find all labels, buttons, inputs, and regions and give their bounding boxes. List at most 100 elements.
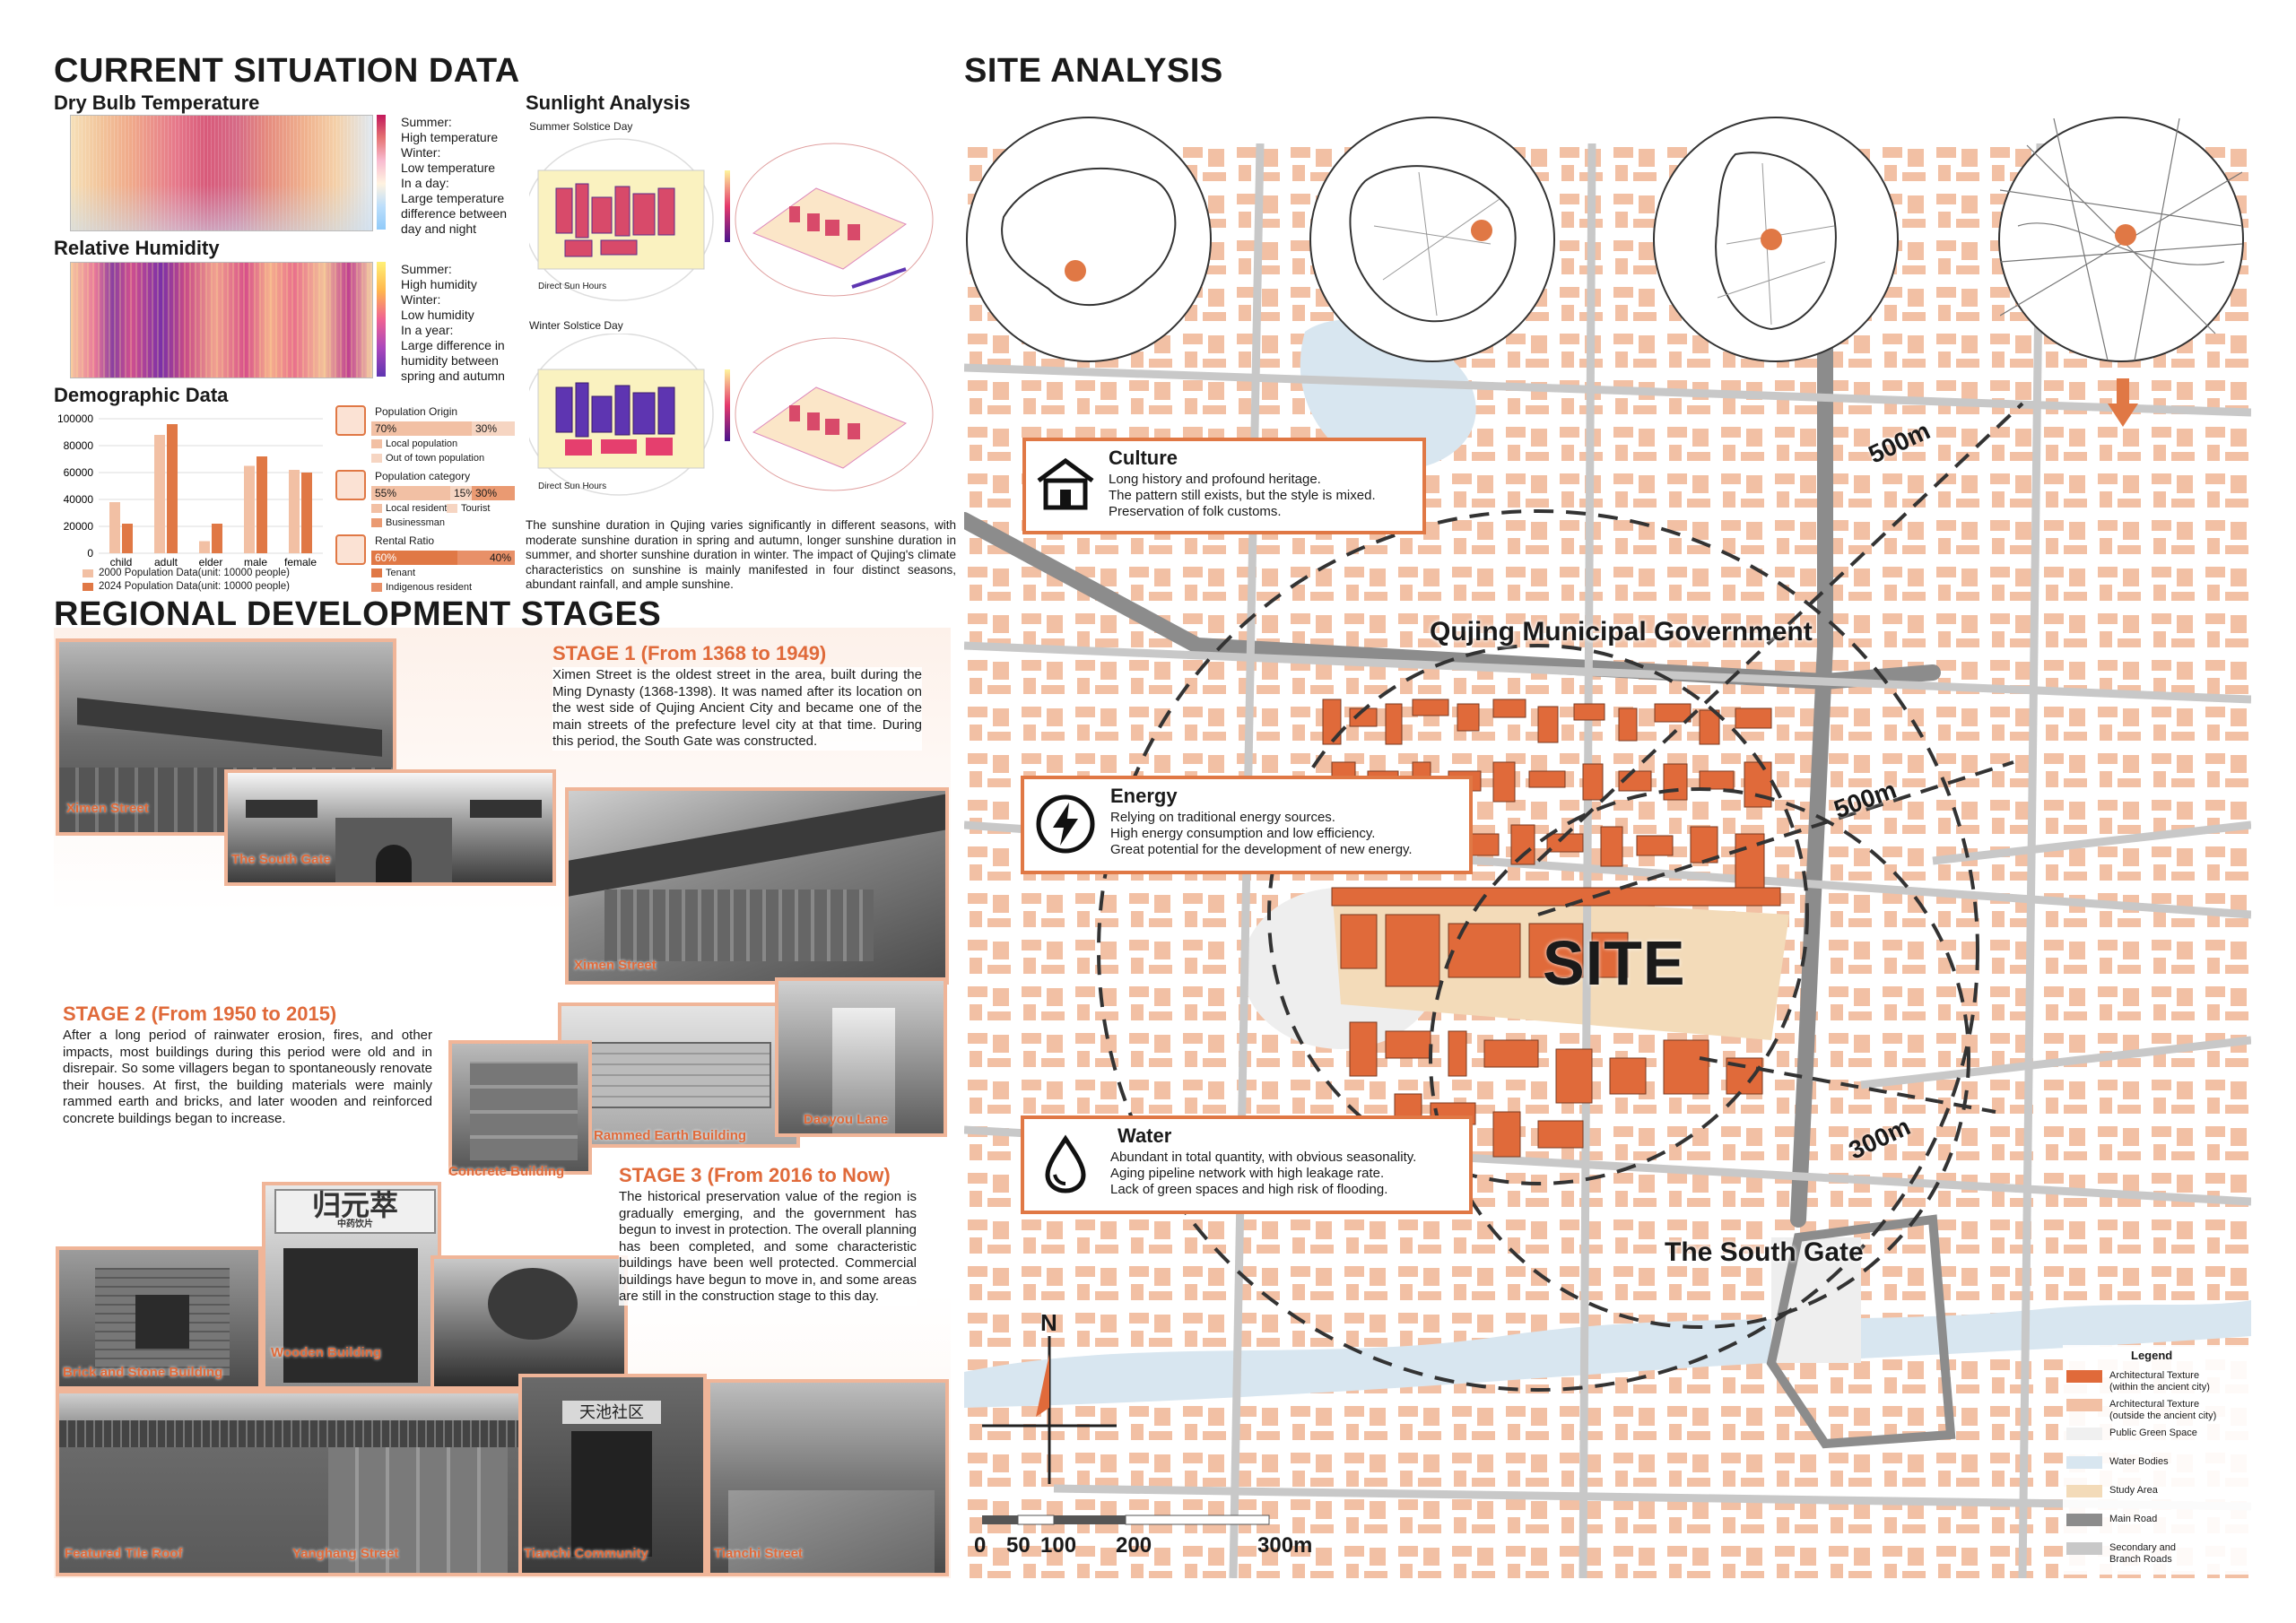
stage1-title: STAGE 1 (From 1368 to 1949) bbox=[552, 642, 827, 664]
photo-featured-tile-roof bbox=[56, 1390, 522, 1576]
temple-icon bbox=[1035, 454, 1096, 515]
demographic-title: Demographic Data bbox=[54, 384, 229, 406]
category-legend-1: Local resident bbox=[371, 503, 448, 514]
legend-label: Study Area bbox=[2109, 1485, 2158, 1496]
note: humidity between bbox=[401, 353, 499, 368]
origin-title: Population Origin bbox=[375, 405, 458, 418]
photo-label-tile-roof: Featured Tile Roof bbox=[65, 1546, 183, 1561]
stage1-text: Ximen Street is the oldest street in the… bbox=[552, 667, 922, 751]
photo-label-tianchi-street: Tianchi Street bbox=[714, 1546, 803, 1561]
legend-label-2000: 2000 Population Data(unit: 10000 people) bbox=[99, 568, 290, 578]
energy-lines: Relying on traditional energy sources.Hi… bbox=[1110, 810, 1413, 857]
dry-bulb-notes: Summer: High temperature Winter: Low tem… bbox=[401, 115, 526, 237]
category-bar: 55% 15% 30% bbox=[371, 486, 515, 500]
y-tick-label: 100000 bbox=[57, 412, 93, 425]
winter-label: Winter Solstice Day bbox=[529, 319, 623, 332]
bar-female-0 bbox=[289, 470, 300, 553]
note: High humidity bbox=[401, 277, 477, 291]
site-analysis-title: SITE ANALYSIS bbox=[964, 52, 1223, 90]
sunlight-description: The sunshine duration in Qujing varies s… bbox=[526, 518, 956, 591]
photo-tianchi-community: 天池社区 bbox=[518, 1374, 707, 1576]
bar-female-1 bbox=[301, 473, 312, 553]
south-gate-label: The South Gate bbox=[1665, 1237, 1864, 1267]
lightning-icon bbox=[1035, 794, 1096, 855]
x-tick-label: female bbox=[284, 556, 317, 568]
summer-sunlight-diagram bbox=[529, 138, 934, 301]
north-label: N bbox=[1040, 1309, 1057, 1336]
note: Winter: bbox=[401, 292, 441, 307]
humidity-colorbar bbox=[377, 262, 386, 377]
legend-label: Architectural Texture(within the ancient… bbox=[2109, 1370, 2210, 1393]
origin-out-seg: 30% bbox=[472, 421, 515, 436]
legend-swatch bbox=[2066, 1542, 2102, 1555]
photo-tree bbox=[430, 1255, 628, 1390]
note: In a year: bbox=[401, 323, 454, 337]
photo-wooden-building: 归元萃中药饮片 bbox=[262, 1182, 441, 1390]
origin-legend-2: Out of town population bbox=[371, 453, 484, 464]
note: Low humidity bbox=[401, 308, 474, 322]
stage2-text: After a long period of rainwater erosion… bbox=[63, 1028, 432, 1127]
legend-label-2024: 2024 Population Data(unit: 10000 people) bbox=[99, 581, 290, 592]
photo-ximen-street-2 bbox=[565, 787, 949, 985]
x-tick-label: child bbox=[110, 556, 133, 568]
rental-tenant-seg: 60% bbox=[371, 551, 457, 565]
photo-label-brick: Brick and Stone Building bbox=[63, 1365, 223, 1380]
note: Summer: bbox=[401, 262, 452, 276]
direct-label-summer: Direct Sun Hours bbox=[538, 282, 607, 291]
scale-100: 100 bbox=[1040, 1533, 1077, 1558]
map-circle-city bbox=[1653, 117, 1899, 362]
category-title: Population category bbox=[375, 470, 471, 482]
legend-swatch-2024 bbox=[83, 582, 93, 591]
site-label: SITE bbox=[1543, 928, 1686, 998]
community-sign: 天池社区 bbox=[562, 1401, 661, 1424]
house-person-icon bbox=[335, 534, 366, 565]
bar-male-0 bbox=[244, 465, 255, 553]
stage3-title: STAGE 3 (From 2016 to Now) bbox=[619, 1164, 891, 1186]
note: In a day: bbox=[401, 176, 449, 190]
origin-local-seg: 70% bbox=[371, 421, 472, 436]
legend-item: Water Bodies bbox=[2066, 1456, 2169, 1469]
map-legend: Legend Architectural Texture(within the … bbox=[2063, 1345, 2251, 1575]
legend-swatch bbox=[2066, 1399, 2102, 1411]
legend-swatch bbox=[2066, 1370, 2102, 1383]
current-situation-title: CURRENT SITUATION DATA bbox=[54, 52, 520, 90]
y-tick-label: 80000 bbox=[64, 439, 94, 452]
group-icon bbox=[335, 470, 366, 500]
water-drop-icon bbox=[1035, 1133, 1096, 1194]
note: Summer: bbox=[401, 115, 452, 129]
bar-elder-0 bbox=[199, 541, 210, 553]
rental-bar: 60% 40% bbox=[371, 551, 515, 565]
category-business-seg: 30% bbox=[472, 486, 515, 500]
humidity-heatmap bbox=[70, 262, 373, 378]
photo-label-south-gate: The South Gate bbox=[231, 852, 331, 867]
direct-label-winter: Direct Sun Hours bbox=[538, 482, 607, 491]
dry-bulb-title: Dry Bulb Temperature bbox=[54, 91, 260, 114]
y-tick-label: 60000 bbox=[64, 466, 94, 479]
legend-swatch bbox=[2066, 1485, 2102, 1497]
note: High temperature bbox=[401, 130, 499, 144]
y-tick-label: 0 bbox=[87, 547, 93, 560]
legend-swatch bbox=[2066, 1428, 2102, 1440]
dry-bulb-colorbar bbox=[377, 115, 386, 230]
rental-legend-2: Indigenous resident bbox=[371, 582, 472, 593]
water-lines: Abundant in total quantity, with obvious… bbox=[1110, 1150, 1417, 1197]
legend-swatch-2000 bbox=[83, 568, 93, 577]
legend-item: Main Road bbox=[2066, 1514, 2157, 1526]
photo-label-yanghang: Yanghang Street bbox=[292, 1546, 399, 1561]
dry-bulb-heatmap bbox=[70, 115, 373, 231]
photo-tianchi-street bbox=[707, 1379, 949, 1576]
photo-label-tianchi-community: Tianchi Community bbox=[524, 1546, 648, 1561]
scale-200: 200 bbox=[1116, 1533, 1152, 1558]
culture-title: Culture bbox=[1109, 447, 1178, 469]
legend-label: Main Road bbox=[2109, 1514, 2158, 1524]
legend-swatch bbox=[2066, 1514, 2102, 1526]
map-circle-district bbox=[1998, 117, 2244, 362]
map-circle-province bbox=[1309, 117, 1555, 362]
bar-male-1 bbox=[257, 456, 267, 553]
legend-2000: 2000 Population Data(unit: 10000 people) bbox=[83, 568, 290, 578]
rental-indigenous-seg: 40% bbox=[457, 551, 515, 565]
winter-sunlight-diagram bbox=[529, 334, 934, 496]
water-title: Water bbox=[1118, 1124, 1172, 1147]
